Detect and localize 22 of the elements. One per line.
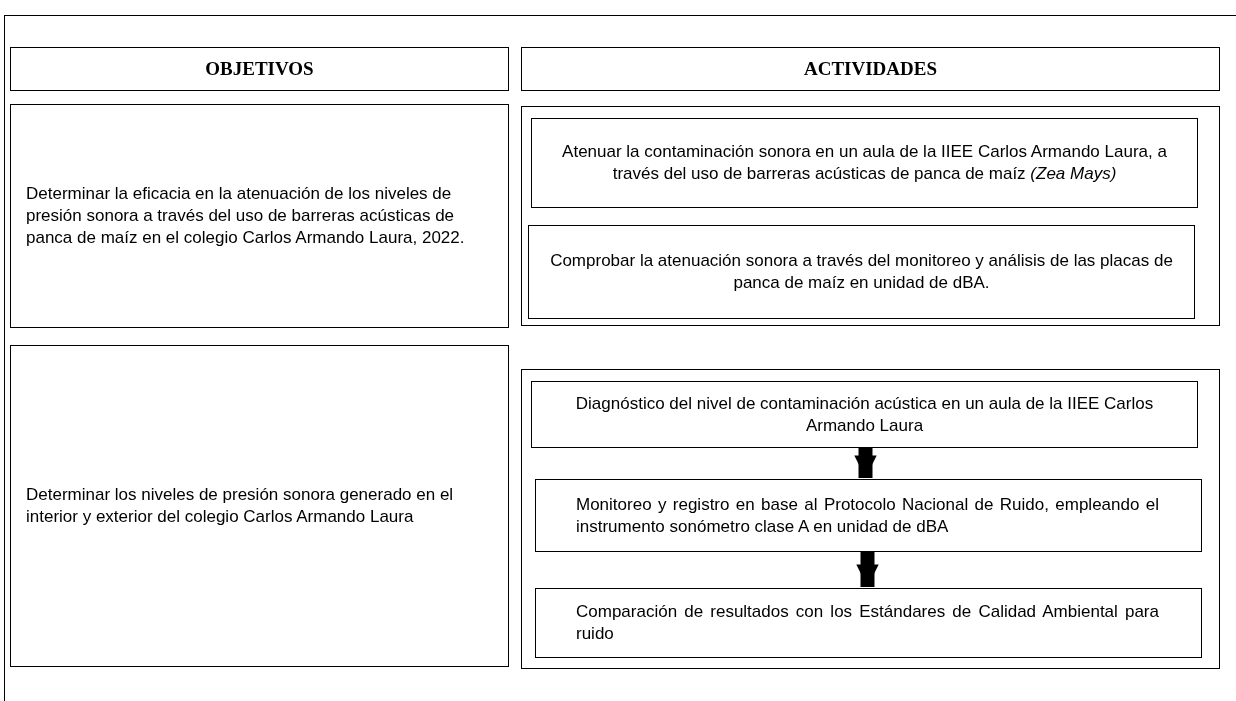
box-text: Atenuar la contaminación sonora en un aula de la IIEE Carlos Armando Laura, a través del uso de barreras acústicas de panca de maíz (Zea Mays)	[561, 141, 1168, 185]
activity-box	[531, 381, 1198, 448]
header-text: OBJETIVOS	[204, 58, 315, 80]
activity-box	[531, 118, 1198, 208]
box-text: Determinar la eficacia en la atenuación de los niveles de presión sonora a través del uso de barreras acústicas de panca de maíz en el colegio Carlos Armando Laura, 2022.	[25, 183, 466, 249]
activity-box	[528, 225, 1195, 319]
column-header	[521, 47, 1220, 91]
header-text: ACTIVIDADES	[803, 58, 938, 80]
box-text: Comprobar la atenuación sonora a través del monitoreo y análisis de las placas de panca de maíz en unidad de dBA.	[549, 250, 1174, 294]
activity-box	[535, 479, 1202, 552]
down-arrow	[856, 551, 879, 587]
objective-box	[10, 104, 509, 328]
box-text: Comparación de resultados con los Estándares de Calidad Ambiental para ruido	[575, 601, 1160, 645]
column-header	[10, 47, 509, 91]
activity-panel	[521, 369, 1220, 669]
activity-box	[535, 588, 1202, 658]
box-text: Determinar los niveles de presión sonora generado en el interior y exterior del colegio Carlos Armando Laura	[25, 484, 455, 528]
box-text: Diagnóstico del nivel de contaminación acústica en un aula de la IIEE Carlos Armando Laura	[574, 392, 1155, 437]
box-text: Monitoreo y registro en base al Protocolo Nacional de Ruido, empleando el instrumento sonómetro clase A en unidad de dBA	[575, 493, 1160, 538]
activity-panel	[521, 106, 1220, 326]
objective-box	[10, 345, 509, 667]
down-arrow	[854, 447, 877, 478]
